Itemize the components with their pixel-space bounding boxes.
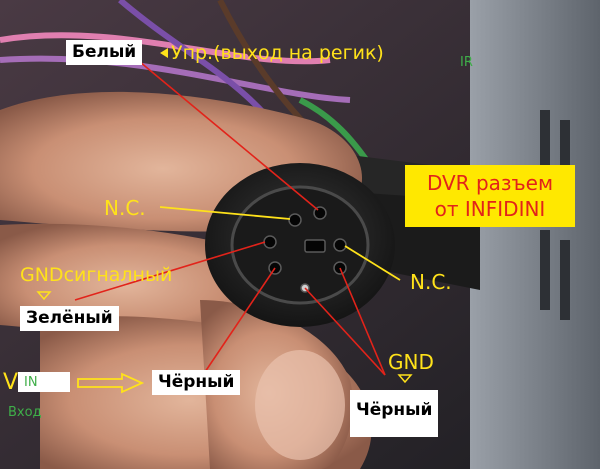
dvr-connector-caption: DVR разъем от INFIDINI xyxy=(405,165,575,227)
green-wire-label: Зелёный xyxy=(20,306,119,331)
gnd-signal-label: GNDсигналный xyxy=(20,264,173,286)
black-wire-left-label: Чёрный xyxy=(152,370,241,395)
ir-label: IR xyxy=(460,55,473,70)
v-label: V xyxy=(3,370,19,395)
white-wire-label: Белый xyxy=(66,40,143,65)
arrow-down-icon xyxy=(397,374,413,384)
yellow-pointers xyxy=(159,206,401,281)
gnd-label: GND xyxy=(388,350,434,374)
wires xyxy=(0,0,383,182)
black-wire-right-label: Чёрный xyxy=(350,390,439,437)
annotation-lines xyxy=(74,61,386,376)
in-label: IN xyxy=(24,375,38,390)
nc-right-label: N.C. xyxy=(410,270,452,294)
arrow-right-icon xyxy=(77,372,145,394)
dvr-caption-line2: от INFIDINI xyxy=(434,197,546,221)
slots xyxy=(540,110,570,320)
arrow-down-icon xyxy=(36,291,52,301)
nc-top-label: N.C. xyxy=(104,196,146,220)
metal-case xyxy=(470,0,600,469)
dvr-caption-line1: DVR разъем xyxy=(426,171,554,195)
control-output-label: Упр.(выход на регик) xyxy=(171,42,384,64)
din-connector xyxy=(205,163,395,327)
arrow-left-icon xyxy=(160,48,168,58)
in-box: IN xyxy=(18,372,70,392)
vhod-label: Вход xyxy=(8,405,42,420)
